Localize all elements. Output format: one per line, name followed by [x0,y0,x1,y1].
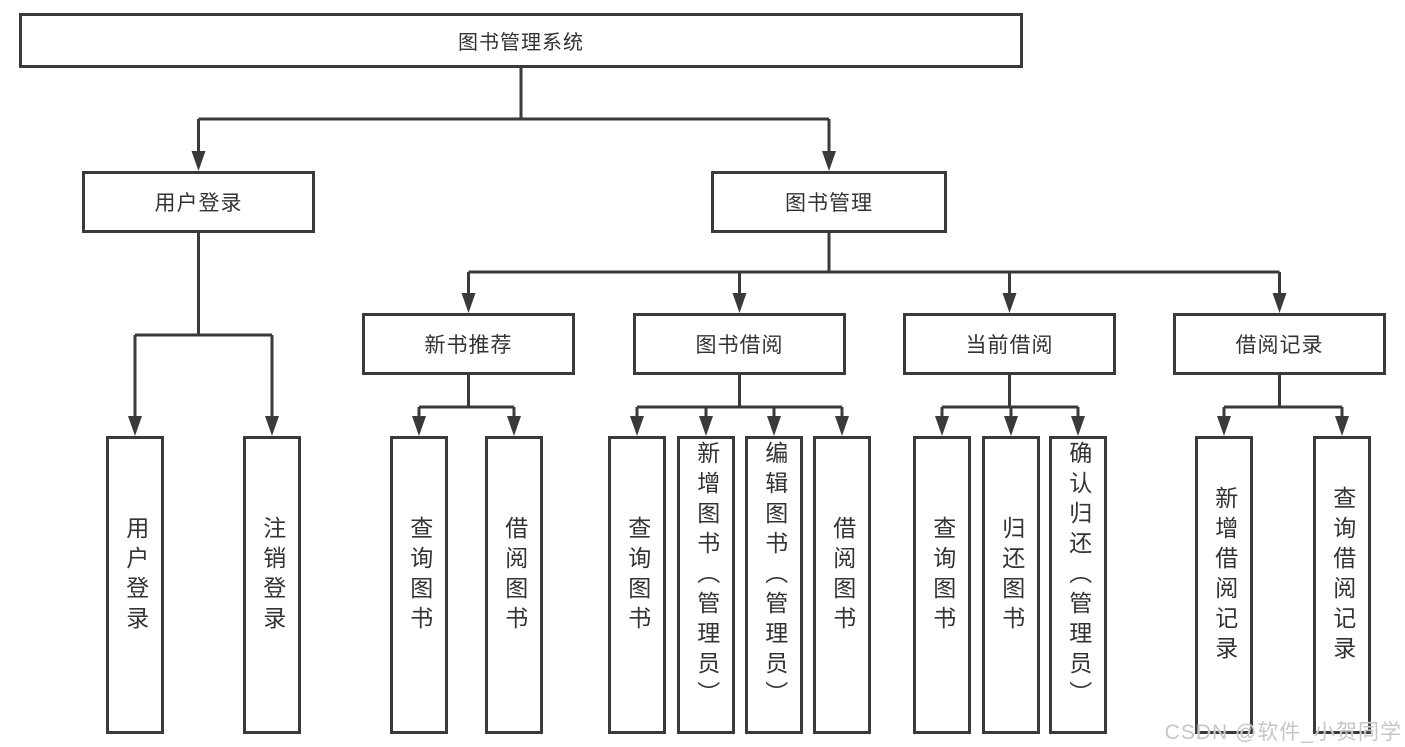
connector-new-book-recommend-children [412,375,521,436]
node-library-system-label: 图书管理系统 [458,32,584,54]
node-book-borrowing-label: 图书借阅 [695,334,784,357]
node-library-system: 图书管理系统 [19,13,1023,68]
connector-borrowing-records-children [1217,375,1349,436]
leaf-nbr-borrow-books-label: 借阅图书 [501,516,528,636]
node-book-management: 图书管理 [711,171,947,233]
node-user-login: 用户登录 [82,171,315,233]
leaf-logout-login-label: 注销登录 [259,516,286,636]
connector-book-management-children [461,233,1287,313]
watermark: CSDN @软件_小贺同学 [1164,721,1402,744]
leaf-bb-add-books-admin: 新增图书（管理员） [677,436,735,734]
node-book-management-label: 图书管理 [785,192,873,215]
leaf-nbr-query-books: 查询图书 [390,436,448,734]
leaf-bb-query-books: 查询图书 [608,436,666,734]
leaf-bb-edit-books-admin-label: 编辑图书（管理员） [761,441,788,711]
node-current-borrowing-label: 当前借阅 [965,334,1054,357]
leaf-br-add-borrow-record-label: 新增借阅记录 [1211,486,1238,666]
leaf-cb-return-books-label: 归还图书 [998,516,1025,636]
leaf-bb-query-books-label: 查询图书 [624,516,651,636]
leaf-nbr-borrow-books: 借阅图书 [485,436,543,734]
connector-user-login-children [128,233,279,436]
leaf-cb-confirm-return-admin: 确认归还（管理员） [1049,436,1107,734]
leaf-logout-login: 注销登录 [243,436,301,734]
leaf-br-query-borrow-record: 查询借阅记录 [1313,436,1371,734]
node-user-login-label: 用户登录 [154,192,243,215]
leaf-br-add-borrow-record: 新增借阅记录 [1195,436,1253,734]
node-new-book-recommend: 新书推荐 [362,313,575,375]
leaf-user-login-label: 用户登录 [122,516,149,636]
leaf-bb-borrow-books: 借阅图书 [813,436,871,734]
leaf-bb-add-books-admin-label: 新增图书（管理员） [693,441,720,711]
node-borrowing-records: 借阅记录 [1173,313,1386,375]
node-borrowing-records-label: 借阅记录 [1235,334,1324,357]
leaf-cb-confirm-return-admin-label: 确认归还（管理员） [1065,441,1092,711]
leaf-cb-return-books: 归还图书 [982,436,1040,734]
connector-book-borrowing-children [630,375,849,436]
leaf-user-login: 用户登录 [106,436,164,734]
leaf-bb-edit-books-admin: 编辑图书（管理员） [745,436,803,734]
node-new-book-recommend-label: 新书推荐 [424,334,513,357]
leaf-nbr-query-books-label: 查询图书 [406,516,433,636]
leaf-br-query-borrow-record-label: 查询借阅记录 [1329,486,1356,666]
leaf-bb-borrow-books-label: 借阅图书 [829,516,856,636]
connector-root-to-level2 [191,68,836,171]
leaf-cb-query-books: 查询图书 [913,436,971,734]
connector-current-borrowing-children [935,375,1085,436]
node-current-borrowing: 当前借阅 [903,313,1116,375]
node-book-borrowing: 图书借阅 [633,313,846,375]
leaf-cb-query-books-label: 查询图书 [929,516,956,636]
